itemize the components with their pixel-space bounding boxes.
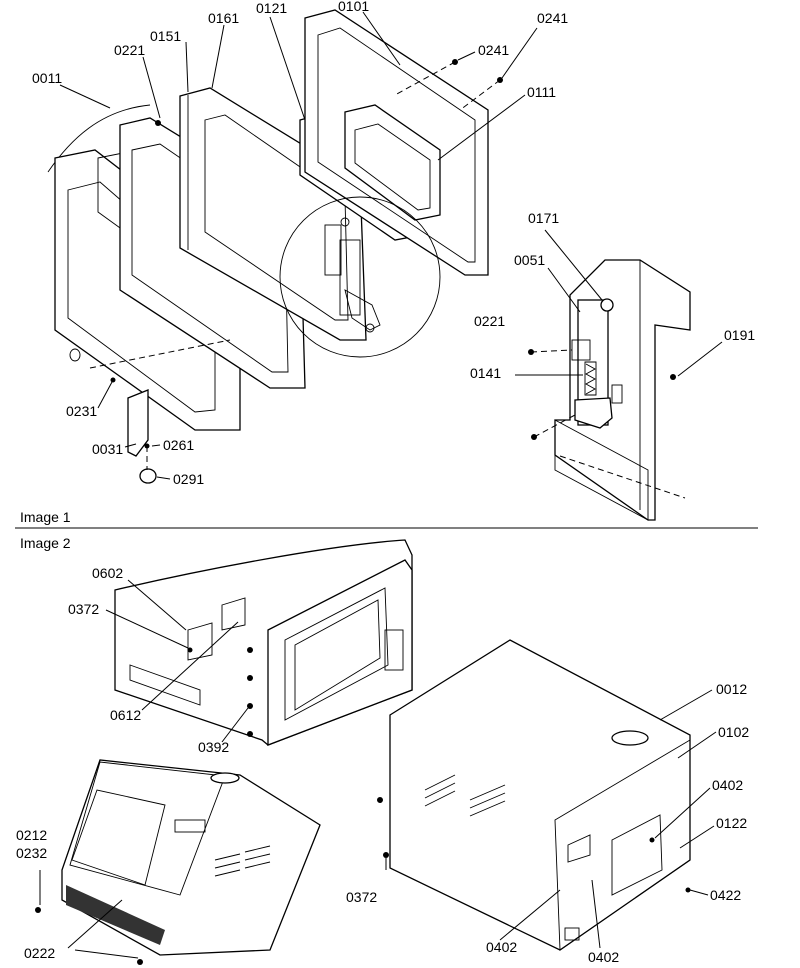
oven-perspective-view (35, 759, 321, 965)
washer-0171 (600, 298, 614, 312)
label-0012: 0012 (716, 681, 747, 697)
label-0261: 0261 (163, 437, 194, 453)
oven-window (284, 587, 389, 721)
label-0141: 0141 (470, 365, 501, 381)
door-plate (344, 104, 441, 221)
spring-0141 (584, 361, 597, 396)
label-0291: 0291 (173, 471, 204, 487)
label-0402-b: 0402 (486, 939, 517, 955)
label-0111: 0111 (527, 84, 556, 100)
cabinet-wrap (389, 639, 691, 951)
label-0221-b: 0221 (474, 313, 505, 329)
door-choke-frame (179, 87, 367, 341)
label-0191: 0191 (724, 327, 755, 343)
detail-circle (279, 196, 441, 358)
cabinet-vents (424, 774, 506, 817)
label-0011: 0011 (32, 70, 62, 86)
label-0602: 0602 (92, 565, 123, 581)
label-0402-a: 0402 (712, 777, 743, 793)
vent-slots (214, 845, 271, 877)
part-labels: 0011 0151 0161 0121 0101 0241 0241 0221 … (16, 0, 755, 965)
label-0232: 0232 (16, 845, 47, 861)
label-0101: 0101 (338, 0, 369, 14)
door-assembly (47, 9, 538, 484)
section-label-image-2: Image 2 (20, 535, 71, 551)
label-0122: 0122 (716, 815, 747, 831)
label-0221-a: 0221 (114, 42, 145, 58)
bumper-0291 (139, 468, 157, 484)
label-0121: 0121 (256, 0, 287, 16)
label-0402-c: 0402 (588, 949, 619, 965)
latch-hook (127, 389, 149, 457)
front-door-window (67, 181, 216, 413)
oven-front-view (105, 539, 413, 746)
bracket-0122 (611, 814, 663, 896)
label-0612: 0612 (110, 707, 141, 723)
label-0161: 0161 (208, 10, 239, 26)
label-0102: 0102 (718, 724, 749, 740)
vent-duct (611, 730, 649, 746)
label-0222: 0222 (24, 945, 55, 961)
oven-front-face (267, 559, 413, 746)
label-0151: 0151 (150, 28, 181, 44)
label-0372-b: 0372 (346, 889, 377, 905)
label-0231: 0231 (66, 403, 97, 419)
oven-cabinet-rear (377, 639, 717, 951)
label-0031: 0031 (92, 441, 123, 457)
label-0392: 0392 (198, 739, 229, 755)
label-0372-a: 0372 (68, 601, 99, 617)
oven-lower-window (71, 789, 166, 886)
label-0241-b: 0241 (537, 10, 568, 26)
label-0422: 0422 (710, 887, 741, 903)
label-0241-a: 0241 (478, 42, 509, 58)
label-0051: 0051 (514, 252, 545, 268)
label-0171: 0171 (528, 210, 559, 226)
latch-closeup (515, 229, 723, 521)
latch-detail (324, 217, 381, 333)
section-label-image-1: Image 1 (20, 509, 71, 525)
label-0212: 0212 (16, 827, 47, 843)
